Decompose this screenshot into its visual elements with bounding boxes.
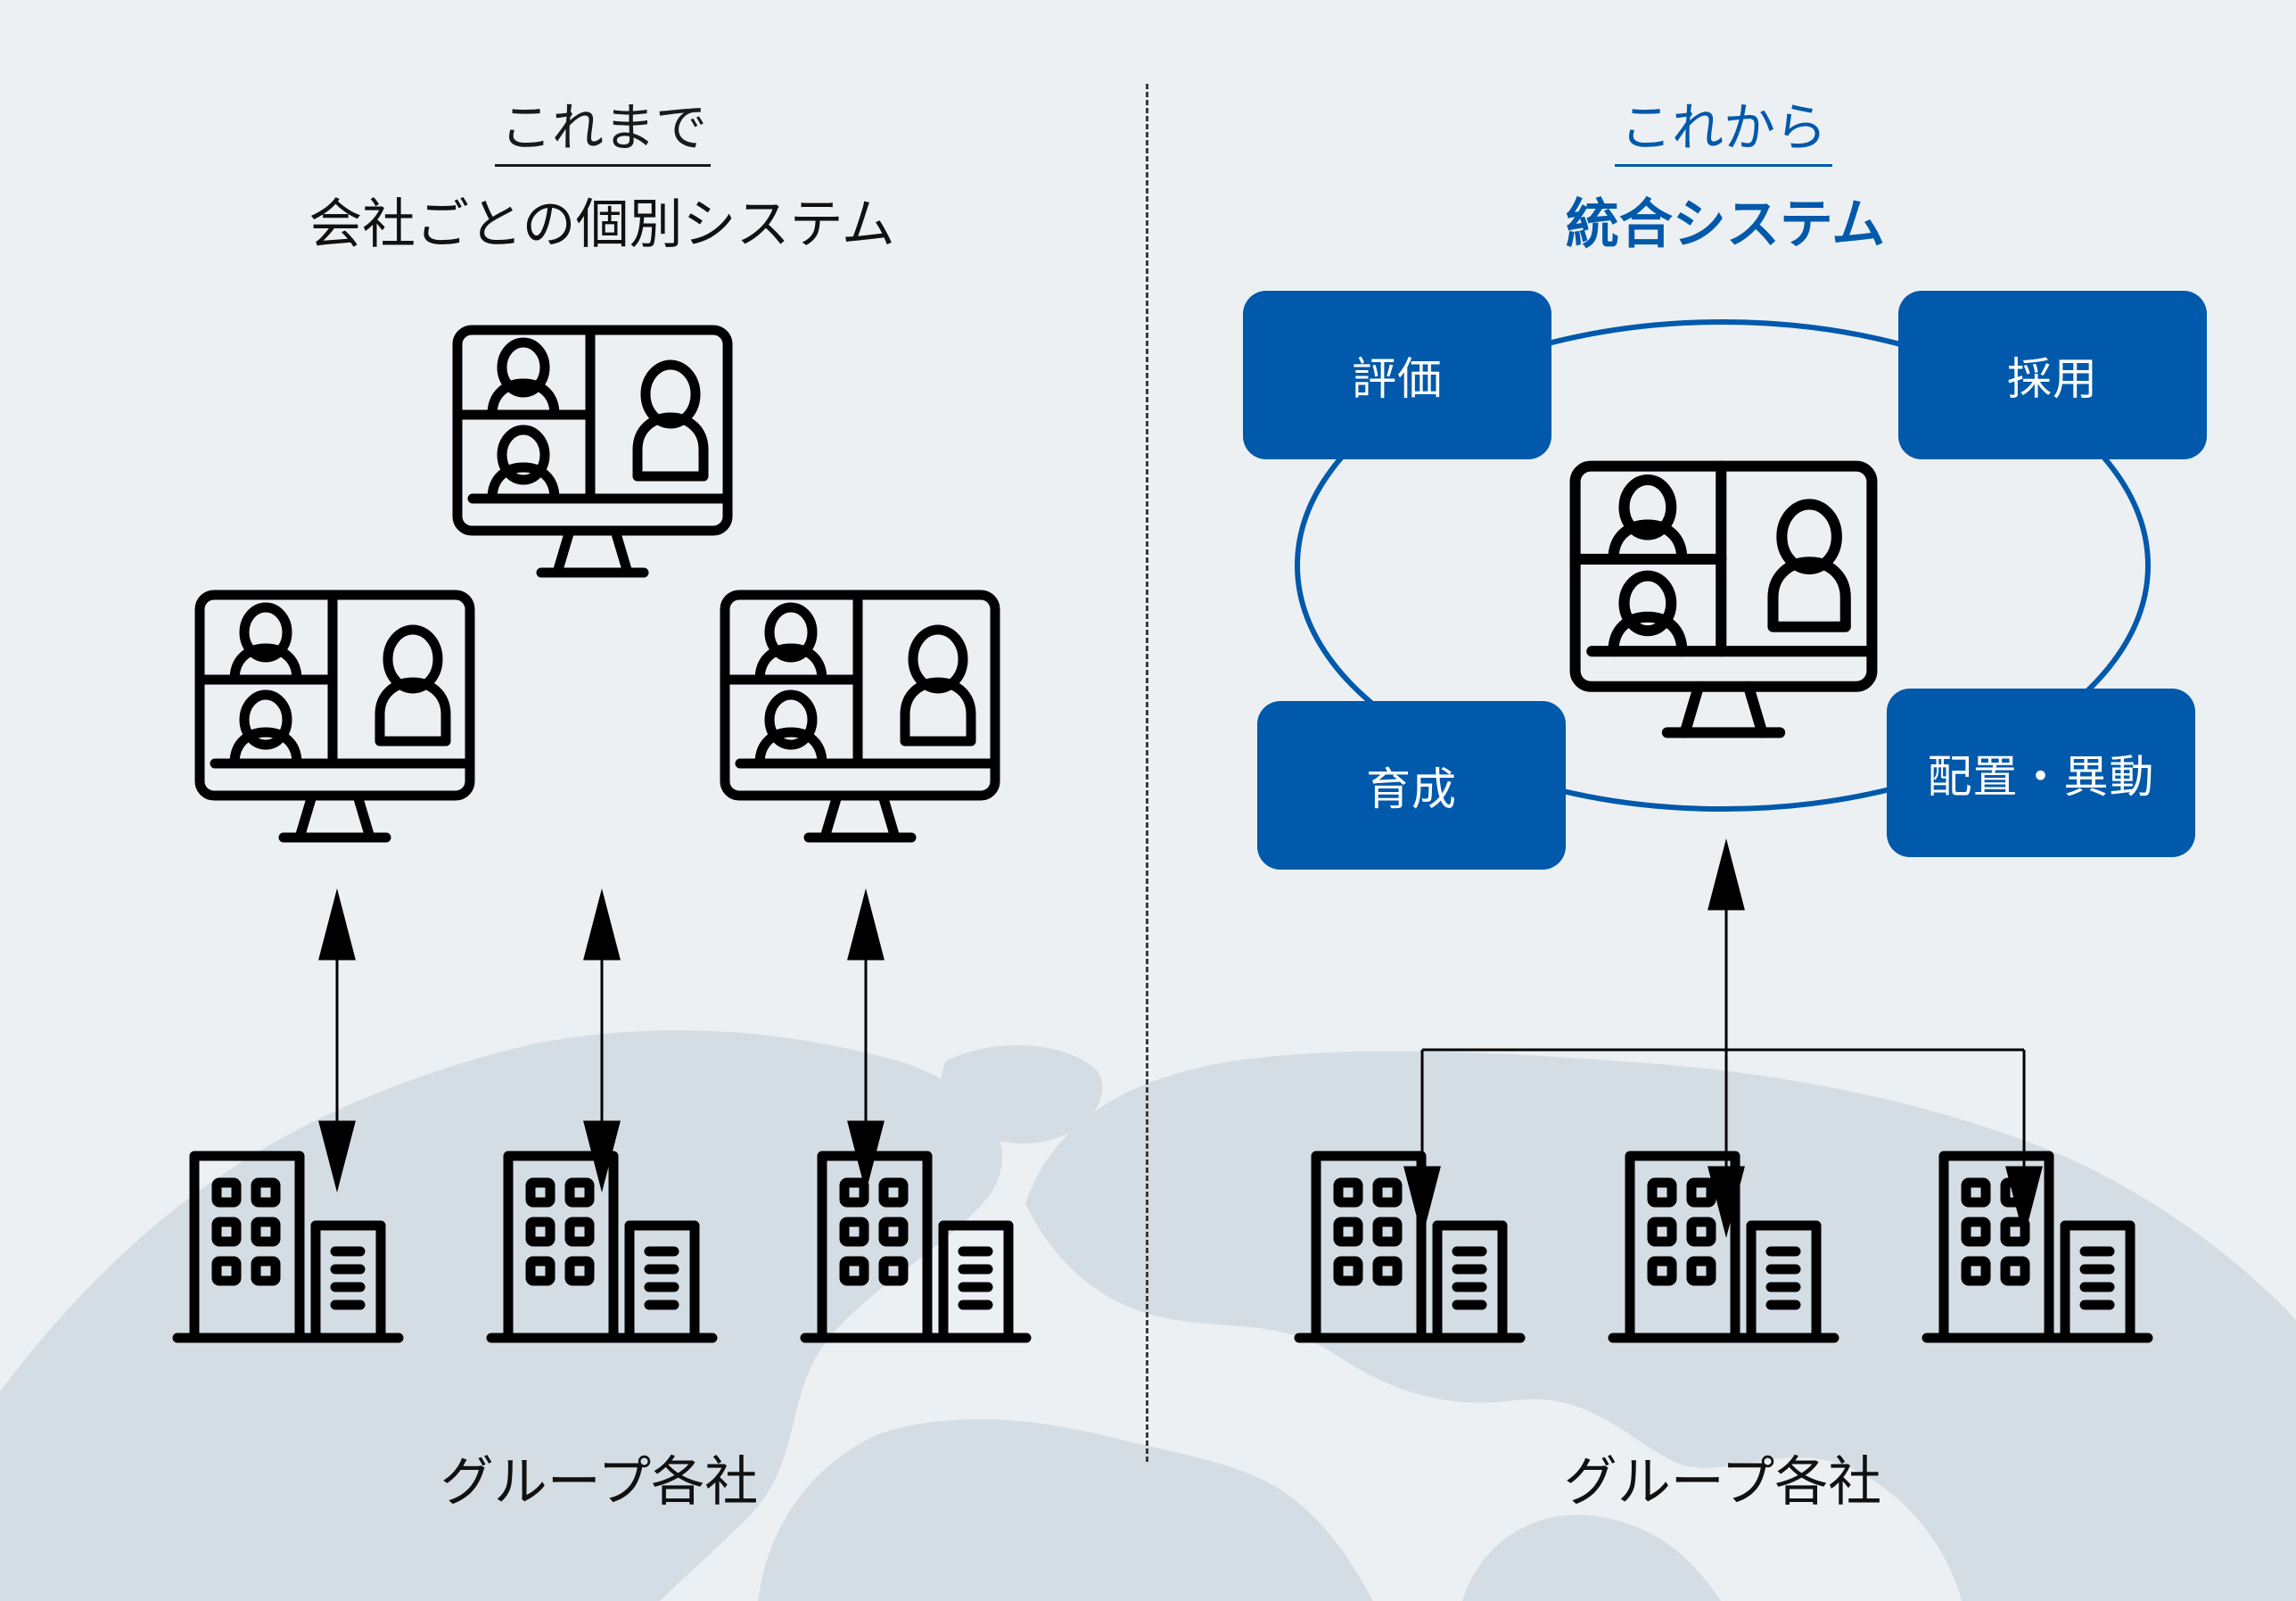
group-company-building-icon-4 xyxy=(1294,1151,1526,1343)
function-label: 評価 xyxy=(1352,352,1443,405)
function-box-recruitment: 採用 xyxy=(1898,291,2207,459)
map-north-america xyxy=(0,1030,1002,1601)
function-box-development: 育成 xyxy=(1257,701,1566,870)
group-company-building-icon-5 xyxy=(1608,1151,1839,1343)
bidirectional-arrow-1 xyxy=(318,888,356,1192)
hub-arrow-up xyxy=(1708,838,1745,911)
function-box-evaluation: 評価 xyxy=(1243,291,1551,459)
right-group-companies-label: グループ各社 xyxy=(1563,1451,1882,1514)
before-subheading: これまで xyxy=(495,98,711,167)
group-company-building-icon-6 xyxy=(1922,1151,2153,1343)
integrated-system-title: 統合システム xyxy=(1565,194,1886,256)
after-subheading: これから xyxy=(1615,98,1832,167)
map-greenland xyxy=(936,1044,1103,1143)
map-southeast-asia xyxy=(2006,1514,2296,1601)
function-box-placement-transfer: 配置・異動 xyxy=(1887,689,2195,857)
individual-system-title: 会社ごとの個別システム xyxy=(309,194,895,256)
panel-divider xyxy=(1146,84,1148,1462)
function-label: 採用 xyxy=(2007,352,2098,405)
function-label: 育成 xyxy=(1366,763,1457,815)
function-label: 配置・異動 xyxy=(1927,750,2155,803)
map-south-asia xyxy=(1462,1514,1721,1601)
map-africa xyxy=(758,1419,1373,1601)
left-group-companies-label: グループ各社 xyxy=(440,1451,759,1514)
